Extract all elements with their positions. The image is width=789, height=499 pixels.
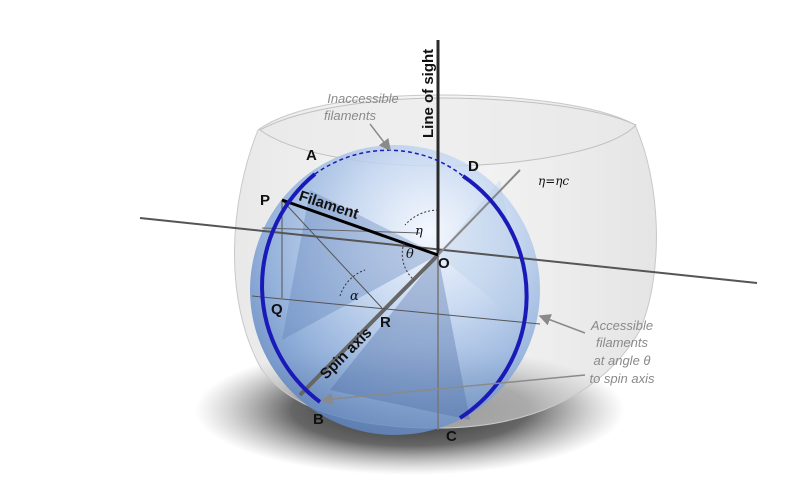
eta-c-line <box>437 169 521 256</box>
accessible-line-1: Accessible <box>590 318 653 333</box>
line-PR <box>281 199 383 309</box>
filament-segment <box>281 198 439 257</box>
label-point-B: B <box>313 411 324 428</box>
inaccessible-arrow <box>369 123 391 152</box>
sphere <box>250 145 540 435</box>
eta-c-label: η=ηc <box>538 174 569 188</box>
arc-D-C <box>458 174 529 420</box>
label-point-C: C <box>446 428 457 445</box>
label-point-O: O <box>438 255 450 272</box>
line-horizontal-P <box>261 227 421 234</box>
accessible-line-3: at angle θ <box>594 353 651 368</box>
label-point-D: D <box>468 158 479 175</box>
alpha-label: α <box>350 289 359 304</box>
spin-axis <box>298 253 440 397</box>
accessible-arrow-upper <box>538 314 586 334</box>
label-point-P: P <box>260 192 270 209</box>
cone-bottom <box>330 255 470 420</box>
horizontal-axis <box>139 217 758 284</box>
label-point-Q: Q <box>271 301 283 318</box>
arc-A-B <box>260 172 322 404</box>
eta-label: η <box>415 224 423 239</box>
inaccessible-line-1: Inaccessible <box>327 91 399 106</box>
label-point-A: A <box>306 147 317 164</box>
accessible-annotation: Accessible filaments at angle θ to spin … <box>589 318 655 386</box>
theta-arc <box>401 242 415 281</box>
theta-label: θ <box>406 247 414 262</box>
inaccessible-line-2: filaments <box>324 108 377 123</box>
line-QR <box>251 295 541 325</box>
accessible-line-4: to spin axis <box>589 371 655 386</box>
line-of-sight-label: Line of sight <box>420 49 437 138</box>
accessible-arrow-lower <box>320 374 586 405</box>
inaccessible-annotation: Inaccessible filaments <box>324 91 399 123</box>
label-point-R: R <box>380 314 391 331</box>
accessible-line-2: filaments <box>596 335 649 350</box>
